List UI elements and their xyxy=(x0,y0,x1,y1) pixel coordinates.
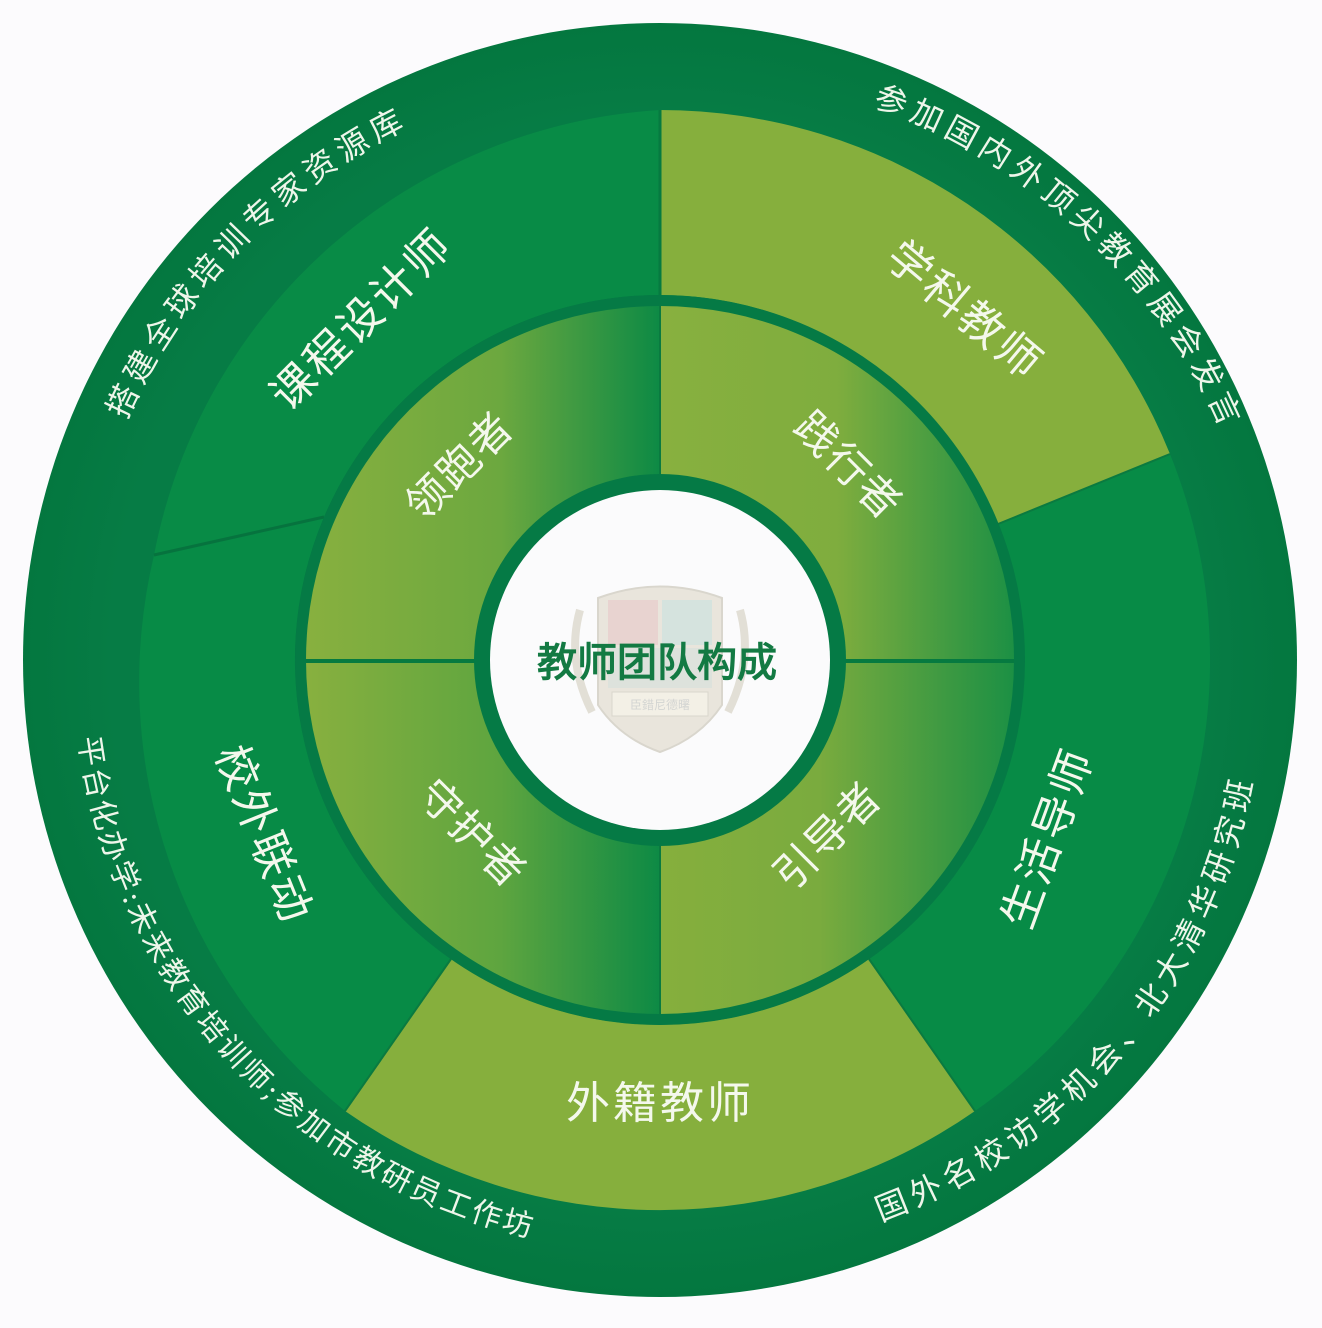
center-circle xyxy=(490,490,830,830)
segment-subject-teacher xyxy=(660,110,1170,524)
segment-foreign-teacher xyxy=(345,959,975,1211)
center-title: 教师团队构成 xyxy=(537,639,777,686)
segment-life-mentor xyxy=(869,454,1211,1111)
middle-ring xyxy=(139,110,1211,1211)
middle-label-foreign-teacher: 外籍教师 xyxy=(566,1078,754,1129)
school-crest-icon: 臣錯尼德曙 xyxy=(571,585,749,754)
segment-course-designer xyxy=(154,110,660,555)
svg-text:臣錯尼德曙: 臣錯尼德曙 xyxy=(630,697,690,712)
segment-external-linkage xyxy=(139,517,451,1111)
